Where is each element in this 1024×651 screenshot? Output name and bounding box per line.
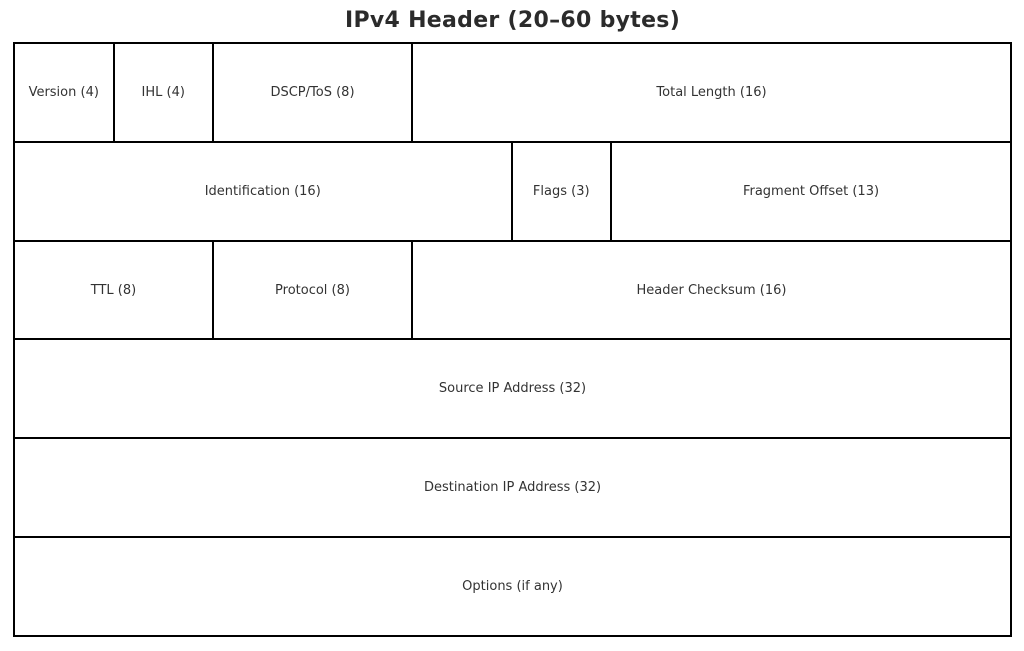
field-label: Protocol (8) — [275, 282, 350, 298]
field-source-ip: Source IP Address (32) — [15, 340, 1010, 437]
field-label: Fragment Offset (13) — [742, 183, 880, 199]
field-protocol: Protocol (8) — [214, 241, 413, 339]
field-label: Source IP Address (32) — [438, 381, 587, 397]
field-dscp-tos: DSCP/ToS (8) — [214, 44, 413, 141]
field-label: TTL (8) — [90, 282, 137, 298]
field-ttl: TTL (8) — [15, 241, 214, 339]
table-row-word2: Identification (16) Flags (3) Fragment O… — [15, 142, 1010, 242]
field-options: Options (if any) — [15, 538, 1010, 635]
field-label: IHL (4) — [141, 84, 185, 100]
field-label: Total Length (16) — [656, 84, 767, 100]
field-header-checksum: Header Checksum (16) — [413, 242, 1010, 339]
diagram-title: IPv4 Header (20–60 bytes) — [344, 8, 681, 33]
field-version: Version (4) — [15, 44, 115, 141]
field-destination-ip: Destination IP Address (32) — [15, 439, 1010, 536]
field-ihl: IHL (4) — [115, 44, 214, 141]
field-label: DSCP/ToS (8) — [270, 84, 355, 100]
field-fragment-offset: Fragment Offset (13) — [612, 143, 1010, 240]
field-label: Identification (16) — [204, 183, 321, 199]
table-row-word1: Version (4) IHL (4) DSCP/ToS (8) Total L… — [15, 44, 1010, 143]
field-label: Version (4) — [28, 84, 99, 100]
field-label: Header Checksum (16) — [636, 282, 787, 298]
header-fields-table: Version (4) IHL (4) DSCP/ToS (8) Total L… — [13, 42, 1012, 637]
table-row-word3: TTL (8) Protocol (8) Header Checksum (16… — [15, 241, 1010, 341]
field-identification: Identification (16) — [15, 142, 513, 240]
table-row-word5: Destination IP Address (32) — [15, 439, 1010, 539]
field-label: Destination IP Address (32) — [423, 480, 602, 496]
field-total-length: Total Length (16) — [413, 44, 1010, 141]
field-label: Options (if any) — [462, 579, 563, 595]
field-flags: Flags (3) — [513, 142, 612, 240]
table-row-word4: Source IP Address (32) — [15, 340, 1010, 440]
table-row-word6: Options (if any) — [15, 538, 1010, 635]
field-label: Flags (3) — [532, 183, 590, 199]
